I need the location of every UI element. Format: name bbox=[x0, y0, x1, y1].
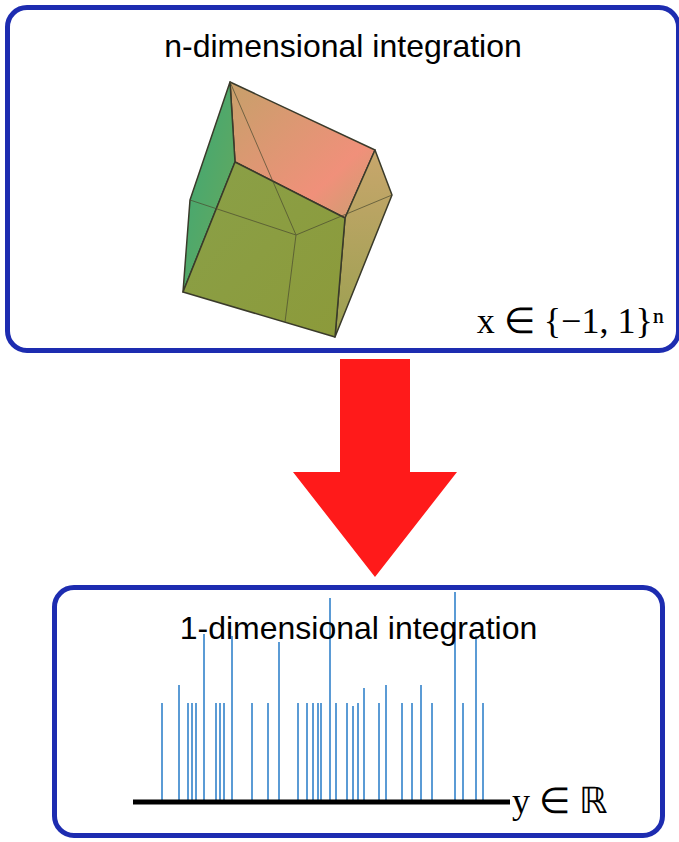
real-axis bbox=[133, 800, 510, 805]
rounded-box: n-dimensional integration x ∈ {−1, 1}ⁿ bbox=[5, 5, 679, 353]
hypercube bbox=[183, 82, 392, 337]
node-title: n-dimensional integration bbox=[164, 28, 522, 65]
rounded-box: 1-dimensional integration y ∈ ℝ bbox=[52, 585, 665, 838]
node-title: 1-dimensional integration bbox=[180, 610, 538, 647]
math-label: x ∈ {−1, 1}ⁿ bbox=[477, 300, 664, 342]
math-label: y ∈ ℝ bbox=[512, 780, 608, 822]
block-arrow bbox=[293, 359, 457, 577]
